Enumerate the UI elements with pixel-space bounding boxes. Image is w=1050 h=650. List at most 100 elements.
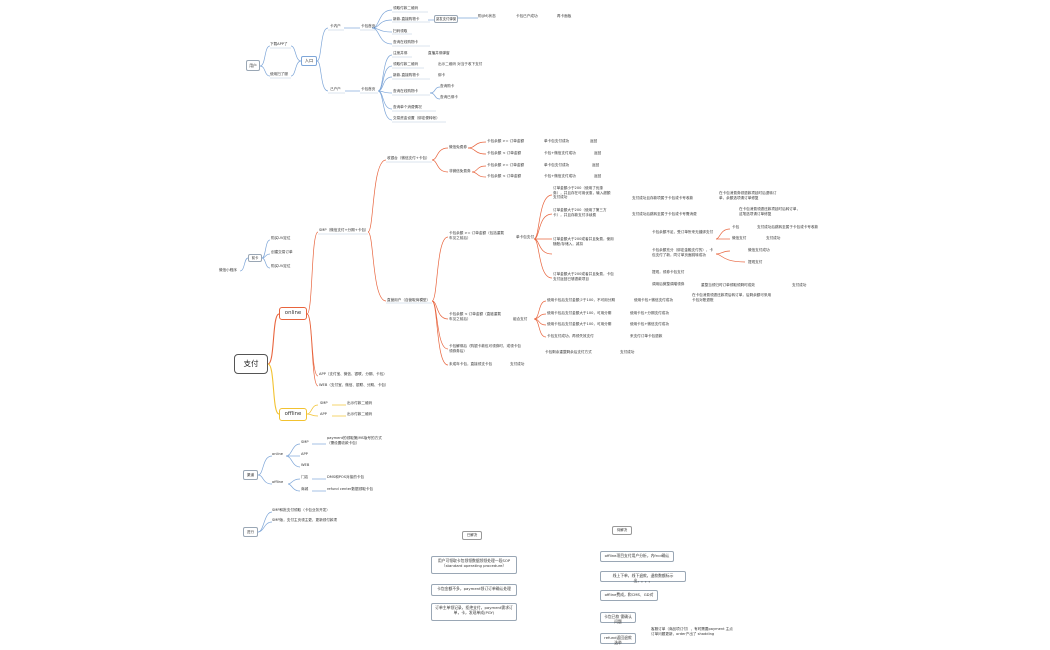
pending-item-3: 卡包已款 需确认问题	[600, 612, 636, 623]
offline-app: APP	[320, 412, 327, 416]
card-lt-node: 卡包余额 >= 订单金额（包括重载车见之前后）	[449, 231, 505, 240]
solved-title: 已解决	[462, 531, 482, 540]
g2-result: 使用卡包+分期支付成功	[630, 311, 669, 315]
lower2-node: 未成年卡包，直接领支卡包	[449, 362, 493, 366]
pay-free-row-2: 卡包余额 >= 订单金额	[487, 163, 525, 167]
channels-smp-note: payment的领取第JMS版号的方式（需设置收款卡包）	[327, 436, 382, 445]
user-node: 用户	[246, 60, 260, 71]
channels-store: 门店	[301, 475, 309, 479]
channels-offline: offline	[272, 480, 284, 484]
exchange-node: 使用扫了服	[270, 72, 288, 76]
c4-a: 微信支付成功	[748, 248, 770, 252]
g1-result: 使用卡包+微信支付成功	[634, 298, 673, 302]
pending-item-0: offline项目支付用户分析，内frcd确认	[600, 551, 674, 562]
c4-node: 卡包余额充分（绑定金融支付的），卡包支付了新，同订单页面跳转成功	[652, 248, 714, 257]
home2-item-5: 交易资金设置（绑定便转帐）	[393, 116, 440, 120]
c2-node: 订单金额大于200（使用了第三方卡），并且存款支付手续费	[553, 208, 607, 217]
pay-popup-a: 购(JM)状态	[478, 14, 496, 18]
pending-item-4: refund返回退款选举	[600, 633, 636, 644]
c1-result: 支付成功且存款项属于卡包或卡号收款	[632, 196, 694, 200]
pay-popup-node: 激发支付弹窗	[434, 15, 458, 23]
c5-b-final: 支付成功	[792, 283, 807, 287]
offline-node: offline	[279, 408, 307, 421]
card-item-3: 查询在线购物卡	[393, 40, 419, 44]
pay-free-result-1: 返回	[594, 151, 602, 155]
home2-item-3: 查询在线购物卡	[393, 89, 419, 93]
home2-note-2: 绑卡	[438, 73, 446, 77]
card-user-node: 卡内户	[330, 24, 341, 28]
c3-b: 微信支付	[732, 236, 747, 240]
pay-free-right-3: 卡包+微信支付成功	[544, 174, 576, 178]
card-lt-child: 单卡包支付	[516, 235, 534, 239]
home2-item-0: 注册并绑	[393, 51, 408, 55]
home2-node: 卡包首页	[361, 87, 376, 91]
card-item-0: 领取付款二维码	[393, 6, 419, 10]
pending-item-1: 线上下单，线下退款，退款数额标示出，。。。	[600, 571, 686, 582]
card-ge-child: 组合支付	[513, 317, 528, 321]
c5-b-result: 重整当领归时订单领取领剩时成效	[701, 283, 755, 287]
g4-result: 来支付订单卡包退款	[630, 334, 663, 338]
c5-b: 调用后微整调增领券	[652, 282, 685, 286]
g3-node: 使用卡包后支付金额大于100，可用分期	[547, 322, 612, 326]
progress-root: 进行	[243, 527, 258, 537]
progress-b: SMP版，支付主页领主更，更新领付款项	[272, 518, 338, 522]
online-web: WEB（支付宝、微信、银联、分期、卡包）	[319, 383, 389, 387]
root-node: 支付	[234, 354, 268, 374]
c3-b-result: 支付成功	[766, 236, 781, 240]
online-node: online	[279, 307, 307, 320]
home2-note-0: 直播并绑弹窗	[428, 51, 450, 55]
pay-free-row-0: 卡包余额 >= 订单金额	[487, 139, 525, 143]
channels-store-note: DMS和POS对接的卡包	[327, 475, 364, 479]
c3-a-result: 支付成功后跳转至属于卡包或卡号收款	[757, 225, 819, 229]
channels-web: WEB	[301, 463, 310, 467]
offline-app-result: 出示付款二维码	[347, 412, 373, 416]
home2-item-1: 领取付款二维码	[393, 62, 419, 66]
c3-a: 卡包	[732, 225, 740, 229]
solved-item-0: 用户可领取卡包领领数据领领处理一段SOP（standard operating …	[431, 556, 517, 574]
lower2-result: 支付成功	[510, 362, 525, 366]
progress-a: SMP和批支付领取（卡包业务开发）	[272, 508, 330, 512]
new-user-node: 直营用户（自营取商模型）	[387, 298, 431, 302]
g4-node: 卡包支付成功，再领失效支付	[547, 334, 594, 338]
c3-node: 订单金额大于200或者并且免费，使用随账/存储入，减扣	[553, 237, 614, 246]
g1-note: 在卡包消费领退还款项后转订单，后剩余额可采用卡包对账退账	[692, 293, 772, 302]
home2-note-3: 查询购卡	[440, 84, 455, 88]
g1-node: 使用卡包后支付金额少于100，不可用分期	[547, 298, 615, 302]
cashier-node: 收银台（微信支付+卡包）	[387, 156, 430, 160]
home2-note-1: 出示二维码 对当于收下支付	[438, 62, 483, 66]
c4-b: 提现支付	[748, 260, 763, 264]
g2-node: 使用卡包后支付金额大于100，可用分期	[547, 311, 612, 315]
home2-item-4: 查询单个消费情况	[393, 105, 422, 109]
solved-item-1: 卡包金额不多，payment领订订单确认处理	[431, 584, 517, 596]
download-node: 下载APP了	[270, 42, 288, 46]
c2-note: 在卡包消费领退还款项延时后转订单，这笔选项请订单修复	[739, 207, 801, 216]
pay-free-right-2: 单卡包支付成功	[544, 163, 570, 167]
wechat-root: 微信小程序	[219, 268, 237, 272]
offline-smp-result: 出示付款二维码	[347, 401, 373, 405]
pay-free-row-1: 卡包余额 < 订单金额	[487, 151, 522, 155]
pay-free-row-3: 卡包余额 < 订单金额	[487, 174, 522, 178]
card-home-node: 卡包首页	[361, 24, 376, 28]
solved-item-2: 订单主单领记录，拒绝支付，payment需求订单，卡，发现单成(PGY)	[431, 603, 517, 621]
channels-mall: 商城	[301, 487, 309, 491]
c5-a: 提现，领券卡包支付	[652, 270, 685, 274]
pay-free-result-3: 返回	[594, 174, 602, 178]
home2-item-2: 新款-直接购物卡	[393, 73, 420, 77]
pay-popup-b: 卡包已户成功	[516, 14, 538, 18]
channels-smp: SMP	[301, 440, 309, 444]
online-app: APP（支付宝、微信、银联、分期、卡包）	[319, 372, 387, 376]
c1-node: 订单金额小于200（使用了优惠券），并且存在可用优惠，输入超额支付成功	[553, 186, 611, 200]
wechat-item-2: 购买UV定位	[271, 264, 291, 268]
pay-free-node: 微信免费券	[449, 145, 467, 149]
channels-online: online	[272, 452, 283, 456]
home2-note-4: 查询已绑卡	[440, 95, 458, 99]
c1-note: 在卡包消费券领退款项延时后退转订单，余额选项请订单修复	[719, 191, 777, 200]
pay-free-result-0: 返回	[590, 139, 598, 143]
pay-free-right-1: 卡包+微信支付成功	[544, 151, 576, 155]
pending-last-note: 客服订单（商品项订付），有时需要payment 主点订单问题更新，order产出…	[651, 627, 733, 636]
pending-item-2: offline费成，和CMS、GD对	[600, 590, 658, 601]
c3-branch-c: 卡包余额不足，受订单所来无缝绑支付	[652, 230, 714, 234]
c2-result: 支付成功后跳转至属于卡包或卡号需消费	[632, 212, 697, 216]
offline-smp: SMP	[320, 401, 328, 405]
entry-node: 入口	[301, 56, 317, 66]
